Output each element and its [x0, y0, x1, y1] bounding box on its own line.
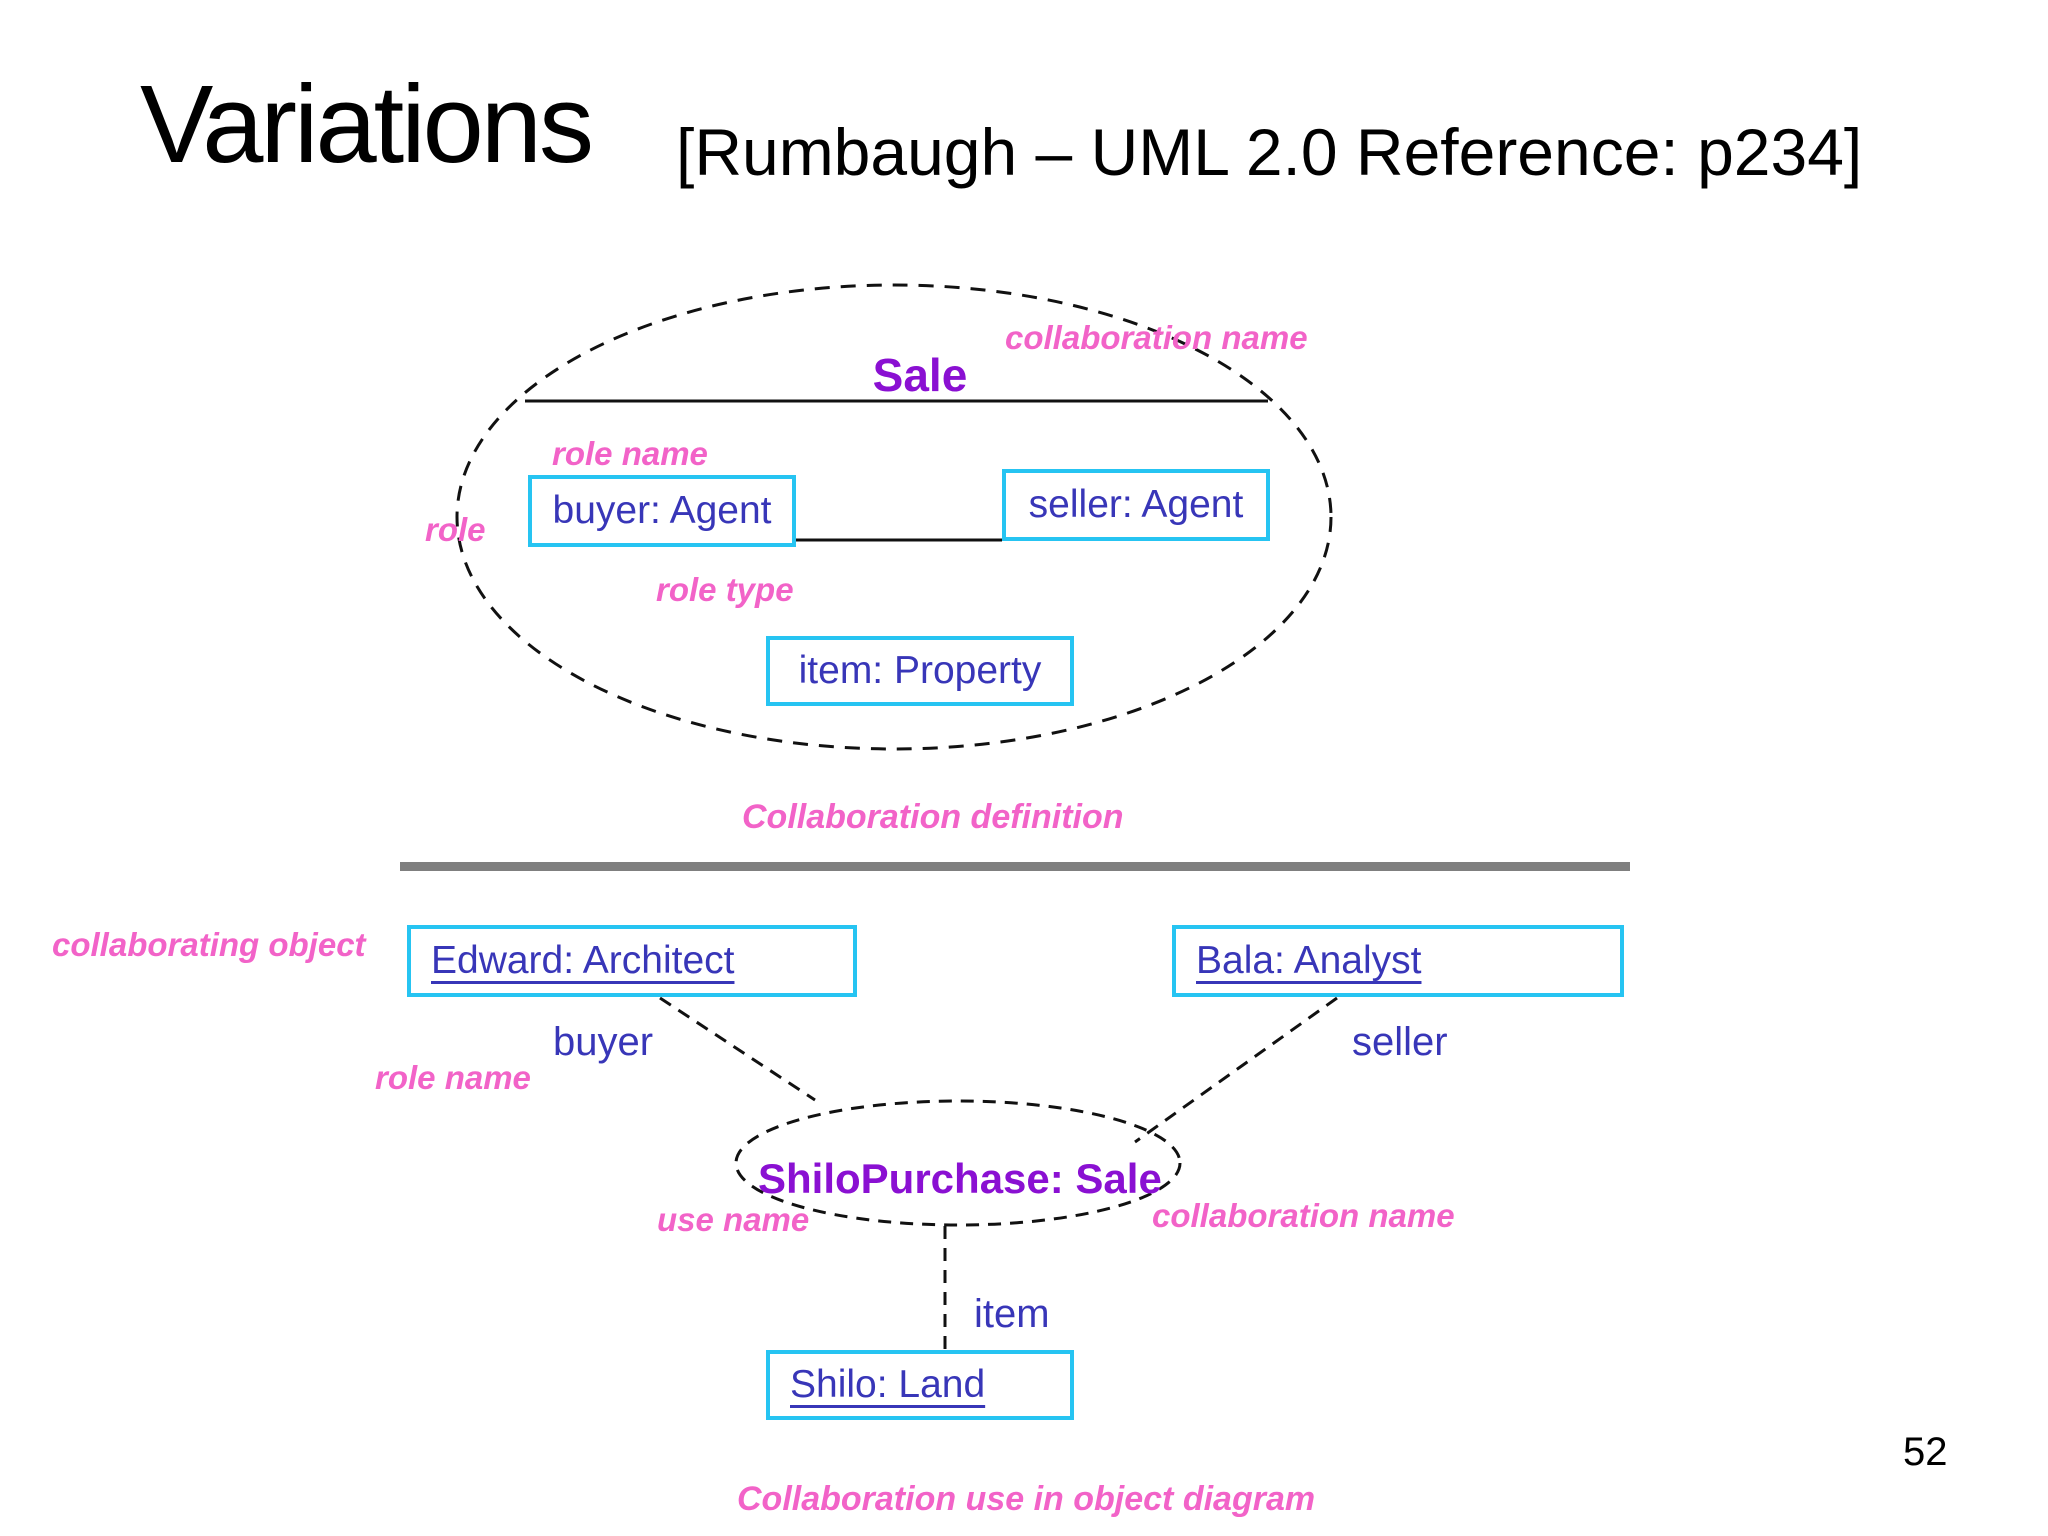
collaboration-use-ellipse	[734, 1099, 1182, 1227]
role-box-item: item: Property	[766, 636, 1074, 706]
collaboration-use-label: ShiloPurchase: Sale	[758, 1155, 1162, 1202]
role-box-seller-label: seller: Agent	[1028, 483, 1244, 526]
object-box-bala-label: Bala: Analyst	[1196, 939, 1422, 982]
role-box-item-label: item: Property	[798, 649, 1042, 692]
role-box-seller: seller: Agent	[1002, 469, 1270, 541]
object-box-shilo-label: Shilo: Land	[790, 1363, 986, 1406]
annotation-role: role	[425, 511, 486, 548]
collaboration-name-label: Sale	[872, 349, 968, 401]
annotation-role-name: role name	[552, 435, 708, 472]
role-label-seller: seller	[1352, 1020, 1448, 1064]
caption-collaboration-use: Collaboration use in object diagram	[737, 1480, 1316, 1518]
object-box-bala: Bala: Analyst	[1172, 925, 1624, 997]
role-label-item: item	[974, 1292, 1050, 1336]
role-box-buyer: buyer: Agent	[528, 475, 796, 547]
slide-subtitle: [Rumbaugh – UML 2.0 Reference: p234]	[676, 115, 1863, 189]
page-number: 52	[1903, 1430, 1948, 1474]
annotation-collaboration-name: collaboration name	[1005, 319, 1308, 356]
role-label-buyer: buyer	[553, 1020, 654, 1064]
annotation-collaboration-name-use: collaboration name	[1152, 1197, 1455, 1234]
annotation-role-name-use: role name	[375, 1059, 531, 1096]
slide-title: Variations	[140, 63, 594, 186]
object-box-edward-label: Edward: Architect	[431, 939, 735, 982]
bala-use-connector	[1134, 996, 1338, 1144]
caption-collaboration-definition: Collaboration definition	[742, 798, 1124, 836]
collaboration-definition-ellipse	[455, 283, 1333, 751]
role-box-buyer-label: buyer: Agent	[552, 489, 772, 532]
annotation-role-type: role type	[656, 571, 794, 608]
edward-use-connector	[659, 996, 816, 1102]
annotation-use-name: use name	[657, 1201, 810, 1238]
section-divider	[400, 862, 1630, 871]
object-box-edward: Edward: Architect	[407, 925, 857, 997]
annotation-collaborating-object: collaborating object	[52, 926, 366, 963]
object-box-shilo: Shilo: Land	[766, 1350, 1074, 1420]
